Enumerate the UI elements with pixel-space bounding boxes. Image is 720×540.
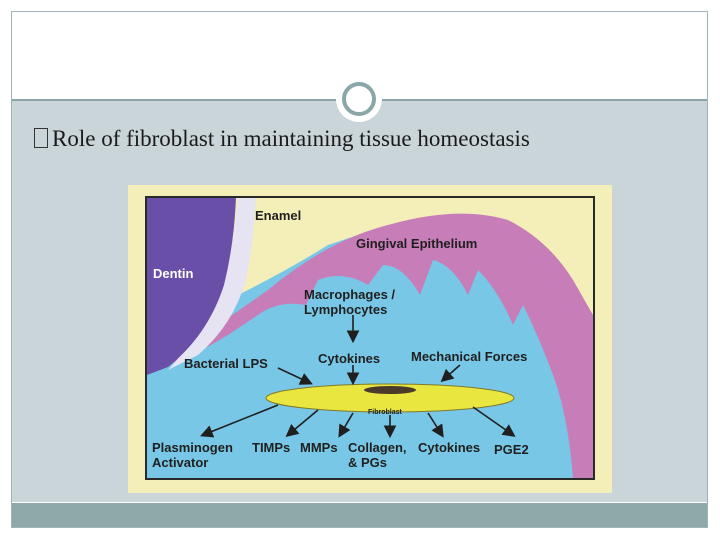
arrow-to-cytokines-out — [427, 412, 444, 438]
label-gingival-epithelium: Gingival Epithelium — [356, 236, 477, 251]
label-macrophages-1: Macrophages / — [304, 287, 395, 302]
label-collagen-1: Collagen, — [348, 440, 407, 455]
bullet-square-icon — [34, 128, 48, 148]
label-dentin: Dentin — [153, 266, 194, 281]
label-macrophages-2: Lymphocytes — [304, 302, 387, 317]
arrow-mechanical-to-fibroblast — [440, 364, 461, 383]
fibroblast-nucleus — [364, 386, 416, 394]
arrow-to-timps — [285, 409, 319, 438]
fibroblast-diagram: Enamel Gingival Epithelium Dentin Macrop… — [128, 185, 612, 493]
dentin-region — [147, 198, 236, 375]
arrow-lps-to-fibroblast — [277, 367, 313, 385]
arrow-to-plasminogen — [200, 404, 279, 438]
label-pge2: PGE2 — [494, 442, 529, 457]
circle-ornament-icon — [336, 76, 382, 122]
label-enamel: Enamel — [255, 208, 301, 223]
label-bacterial-lps: Bacterial LPS — [184, 356, 268, 371]
diagram-border — [145, 196, 595, 480]
gingival-epithelium-region — [168, 213, 593, 479]
label-collagen-2: & PGs — [348, 455, 387, 470]
label-fibroblast: Fibroblast — [368, 409, 403, 416]
label-timps: TIMPs — [252, 440, 290, 455]
arrow-to-mmps — [338, 412, 354, 438]
label-plasminogen-2: Activator — [152, 455, 208, 470]
footer-bar — [12, 503, 707, 527]
diagram-svg: Enamel Gingival Epithelium Dentin Macrop… — [145, 196, 595, 480]
bullet-item: Role of fibroblast in maintaining tissue… — [34, 126, 704, 152]
enamel-region — [147, 198, 256, 370]
label-mmps: MMPs — [300, 440, 338, 455]
label-cytokines-out: Cytokines — [418, 440, 480, 455]
arrow-to-pge2 — [472, 406, 516, 437]
slide-frame — [11, 11, 708, 528]
bullet-text: Role of fibroblast in maintaining tissue… — [52, 126, 530, 151]
label-mechanical-forces: Mechanical Forces — [411, 349, 527, 364]
label-plasminogen-1: Plasminogen — [152, 440, 233, 455]
label-cytokines-in: Cytokines — [318, 351, 380, 366]
fibroblast-cell — [265, 383, 515, 413]
